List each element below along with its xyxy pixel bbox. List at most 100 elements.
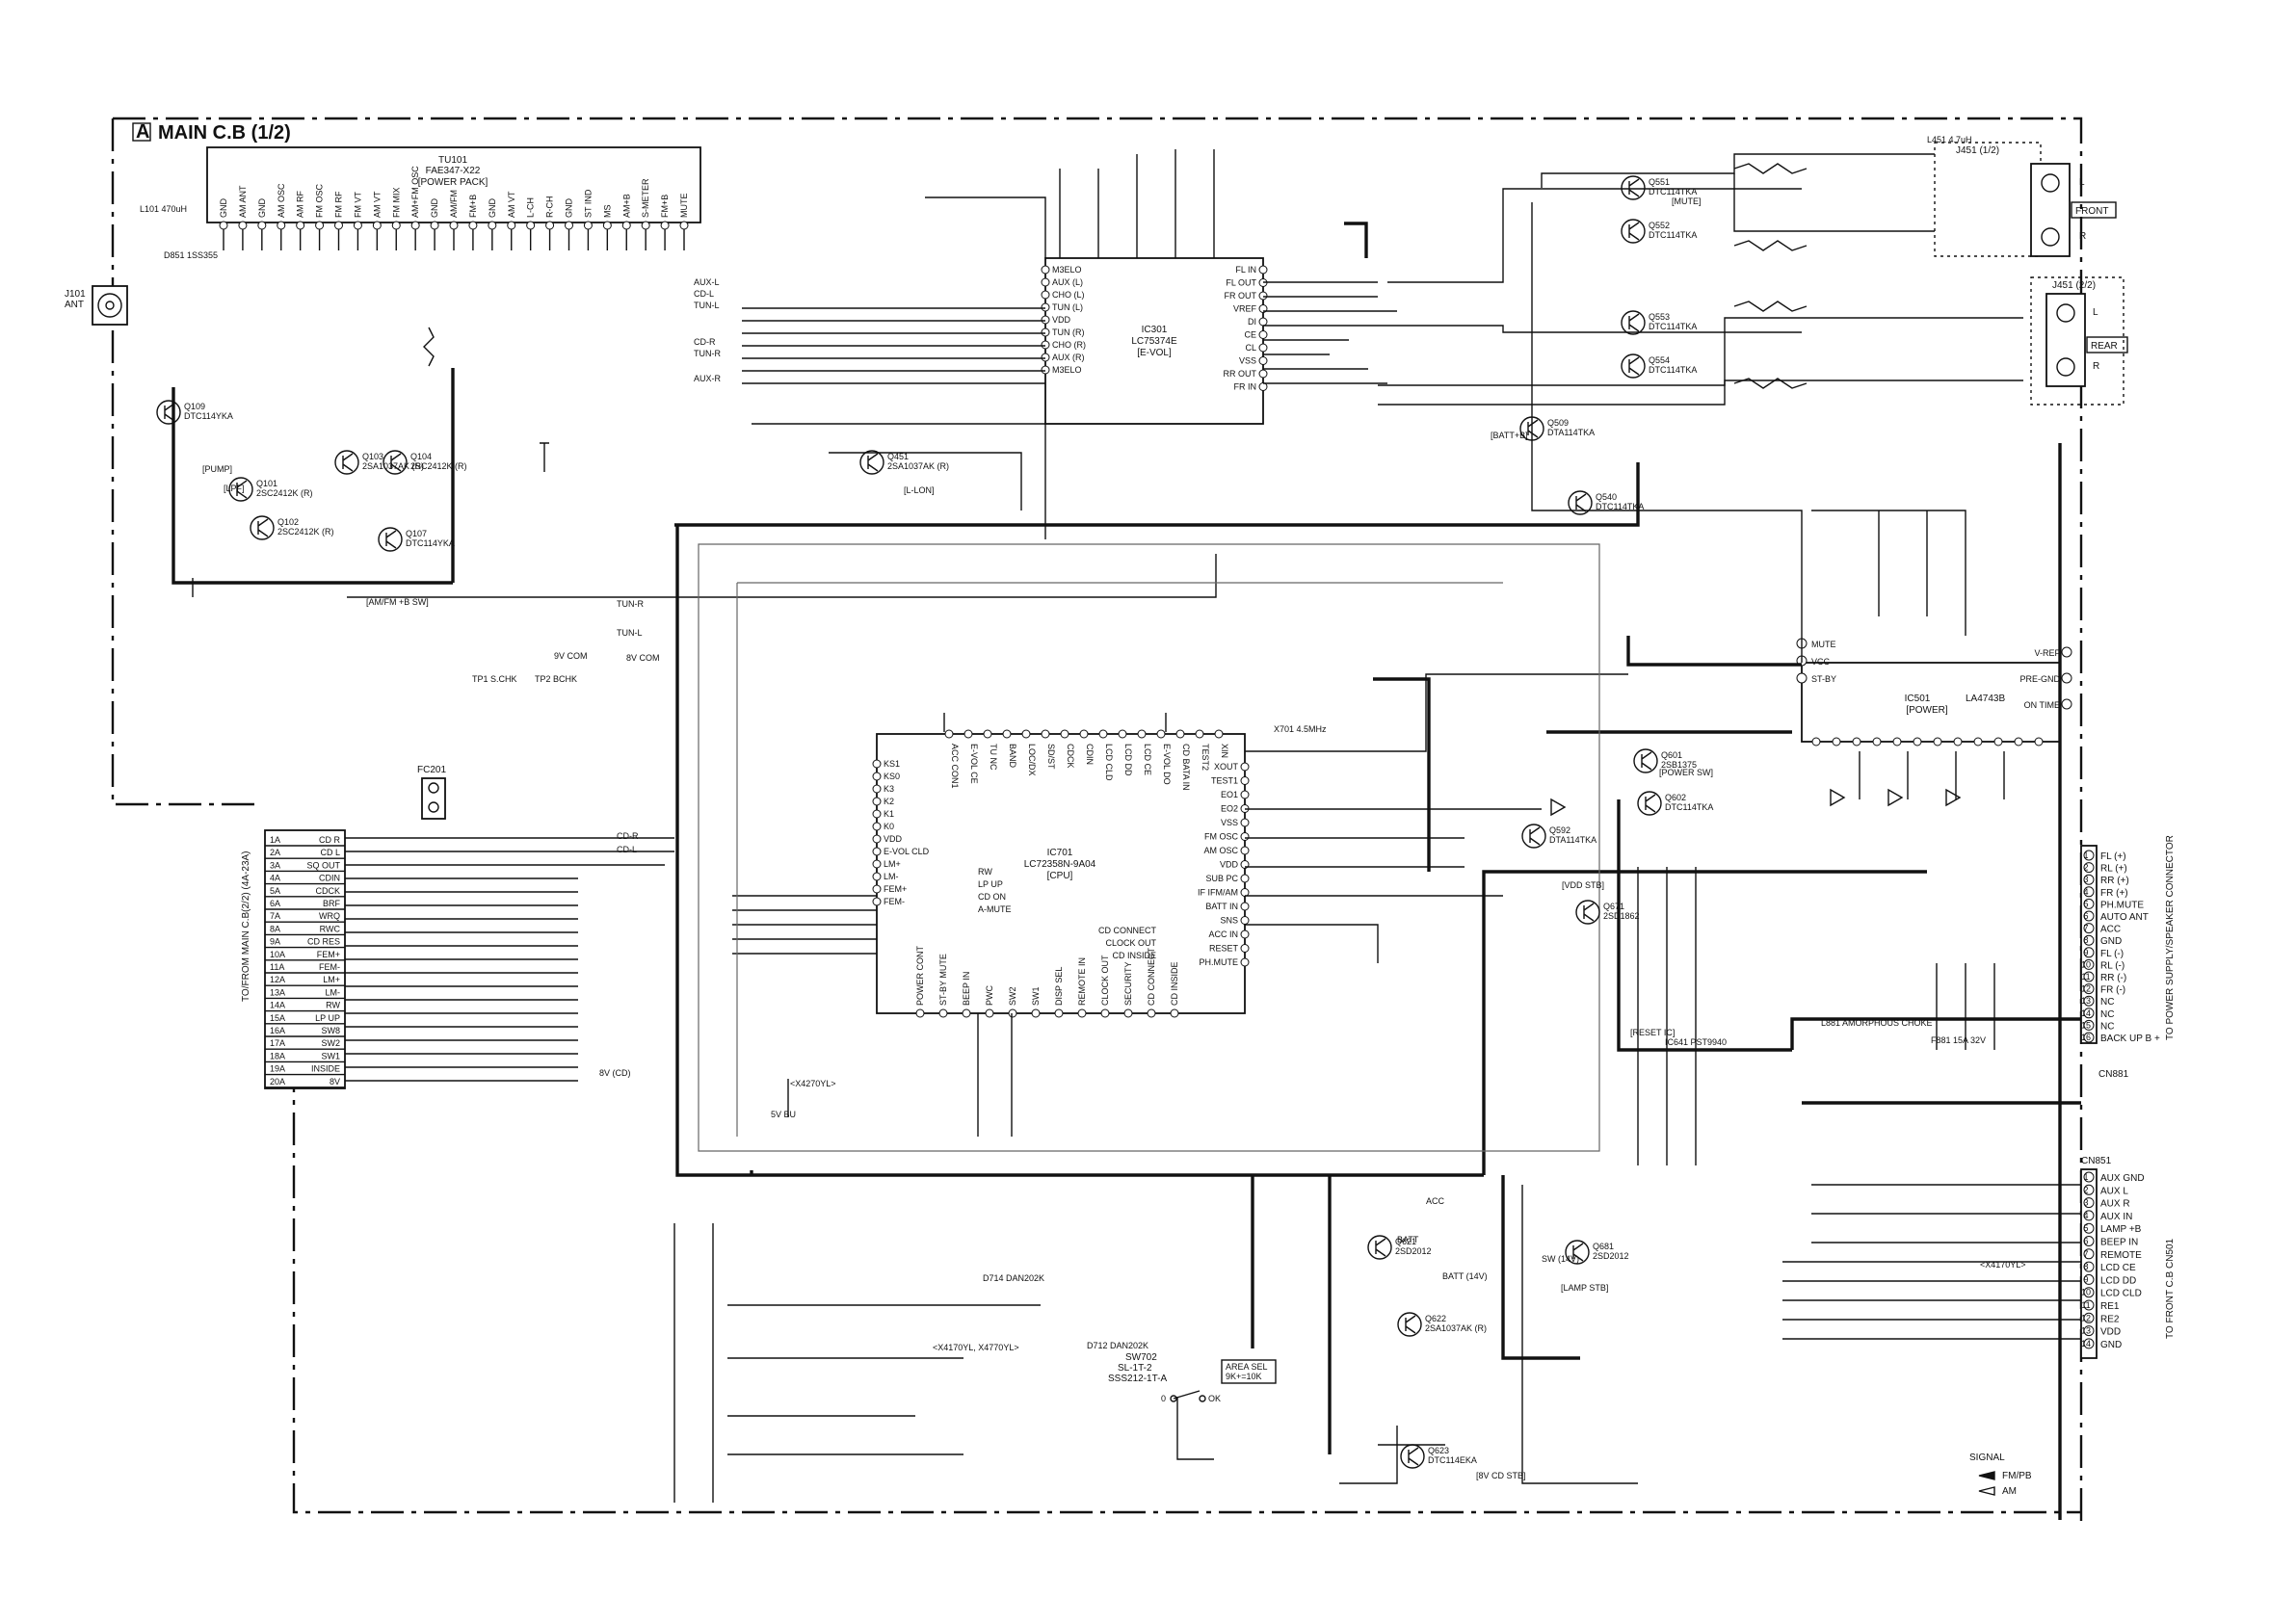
- mcu-pin-bottom-label: BEEP IN: [962, 972, 971, 1006]
- front-pin-label: VDD: [2100, 1327, 2121, 1338]
- mcu-pin-left-label: K0: [884, 822, 894, 831]
- transistor-leads: [1375, 1238, 1386, 1257]
- transistor-type: DTC114YKA: [184, 411, 233, 421]
- mcu-pin-right-label: AM OSC: [1203, 846, 1238, 855]
- function-tags: [MUTE][POWER SW][BATT+B][RESET IC][VDD S…: [202, 196, 1713, 1480]
- transistor-type: DTC114TKA: [1649, 187, 1697, 196]
- mcu-pin-top-label: CDIN: [1085, 744, 1095, 765]
- mcu-pin-left-label: K1: [884, 809, 894, 819]
- power-pin: [2083, 910, 2095, 922]
- cd-pin-label: CD RES: [307, 937, 340, 947]
- power-pin: [2083, 958, 2095, 970]
- tuner-pin-label: FM VT: [353, 192, 362, 218]
- net-label: <X4170YL, X4770YL>: [933, 1343, 1019, 1352]
- power-pin-number: 7: [2083, 924, 2088, 933]
- power-pin-number: 13: [2081, 996, 2091, 1006]
- mcu-pin-left-label: VDD: [884, 834, 903, 844]
- amp-function: [POWER]: [1906, 705, 1948, 716]
- amp-pin-bottom: [1993, 737, 2003, 746]
- tuner-pin-label: AM OSC: [277, 183, 286, 218]
- tuner-ref: TU101: [438, 155, 467, 166]
- evol-pin-left: [1041, 265, 1050, 275]
- transistor-type: 2SD2012: [1593, 1251, 1629, 1261]
- tuner-pin: [602, 221, 612, 230]
- evol-pin-right-label: VREF: [1233, 304, 1257, 314]
- mcu-pin-top: [1137, 729, 1147, 739]
- amp-pin-bottom: [1892, 737, 1902, 746]
- net-label: TUN-L: [694, 301, 720, 310]
- function-tag: [AM/FM +B SW]: [366, 597, 429, 607]
- power-pin-label: GND: [2100, 936, 2122, 947]
- front-pin-number: 3: [2083, 1198, 2088, 1208]
- transistor-symbol: [1637, 791, 1662, 816]
- mcu-pin-left-label: FEM+: [884, 884, 907, 894]
- front-pin-number: 13: [2081, 1326, 2091, 1336]
- evol-pin-left: [1041, 277, 1050, 287]
- front-pin-label: RE2: [2100, 1314, 2120, 1324]
- mcu-pin-right: [1240, 818, 1250, 827]
- transistor-symbol: [1621, 175, 1646, 200]
- mcu-pin-right-label: ACC IN: [1208, 929, 1238, 939]
- mcu-note: A-MUTE: [978, 904, 1012, 914]
- amp-pin-right: [2061, 672, 2072, 684]
- function-tag: [RESET IC]: [1630, 1028, 1675, 1037]
- mcu-ic: IC701 LC72358N-9A04 [CPU] KS1KS0K3K2K1K0…: [872, 729, 1250, 1018]
- mcu-pin-left: [872, 897, 882, 906]
- mcu-ref: IC701: [1047, 848, 1073, 858]
- net-label: 8V (CD): [599, 1068, 631, 1078]
- cd-pin-number: 17A: [270, 1038, 285, 1048]
- power-pin: [2083, 850, 2095, 861]
- cd-pin-number: 11A: [270, 962, 284, 972]
- tuner-pin-label: FM MIX: [391, 188, 401, 219]
- mcu-pin-left: [872, 834, 882, 844]
- mcu-pin-left-label: KS0: [884, 772, 900, 781]
- net-label: 5V BU: [771, 1110, 796, 1119]
- cd-pin-number: 9A: [270, 937, 280, 947]
- transistor-leads: [1583, 903, 1595, 922]
- transistor-symbol: [378, 527, 403, 552]
- transistor-type: 2SD1862: [1603, 911, 1640, 921]
- power-pin: [2083, 947, 2095, 958]
- cd-pin-label: SW2: [321, 1038, 340, 1048]
- mcu-pin-top-label: LOC/DX: [1027, 744, 1037, 776]
- transistor-type: 2SB1375: [1661, 760, 1697, 770]
- mcu-pin-bottom: [1031, 1008, 1041, 1018]
- cd-pin-number: 1A: [270, 835, 280, 845]
- power-pin-number: 6: [2083, 911, 2088, 921]
- power-pin: [2083, 1032, 2095, 1043]
- part-label: TP1 S.CHK: [472, 674, 517, 684]
- part-label: TP2 BCHK: [535, 674, 577, 684]
- cd-pin-label: 8V: [330, 1077, 340, 1086]
- cd-pin-number: 7A: [270, 911, 280, 921]
- front-pin-label: AUX R: [2100, 1199, 2130, 1210]
- mcu-pin-top-label: SD/ST: [1046, 744, 1056, 770]
- mcu-pin-top: [1002, 729, 1012, 739]
- power-pin-label: FL (+): [2100, 851, 2126, 862]
- tuner-pin-label: AM VT: [372, 191, 382, 218]
- tuner-pin-label: GND: [488, 198, 497, 219]
- mcu-pin-top: [1156, 729, 1166, 739]
- mcu-pin-top-label: E-VOL DO: [1162, 744, 1172, 785]
- cd-pin-label: SW1: [321, 1051, 340, 1060]
- amp-pin-right: [2061, 698, 2072, 710]
- evol-pin-right-label: FL IN: [1235, 265, 1256, 275]
- border-frame: [111, 117, 2083, 1522]
- front-pin: [2083, 1248, 2095, 1260]
- front-pin-label: LCD CE: [2100, 1263, 2136, 1273]
- cd-pin-label: RWC: [320, 924, 341, 933]
- power-pin: [2083, 934, 2095, 946]
- tuner-pin: [583, 221, 593, 230]
- mcu-pin-bottom-label: SW2: [1008, 986, 1017, 1006]
- transistor-type: 2SC2412K (R): [410, 461, 467, 471]
- fc201: FC201: [417, 765, 446, 820]
- amp-part: LA4743B: [1966, 694, 2005, 704]
- amp-pin-right: [2061, 646, 2072, 658]
- tuner-pin: [257, 221, 267, 230]
- transistor-symbol: [156, 400, 181, 425]
- power-pin-label: PH.MUTE: [2100, 900, 2144, 910]
- transistor-leads: [342, 453, 354, 472]
- power-pin: [2083, 874, 2095, 885]
- jack-rear-ch-r: R: [2093, 361, 2099, 372]
